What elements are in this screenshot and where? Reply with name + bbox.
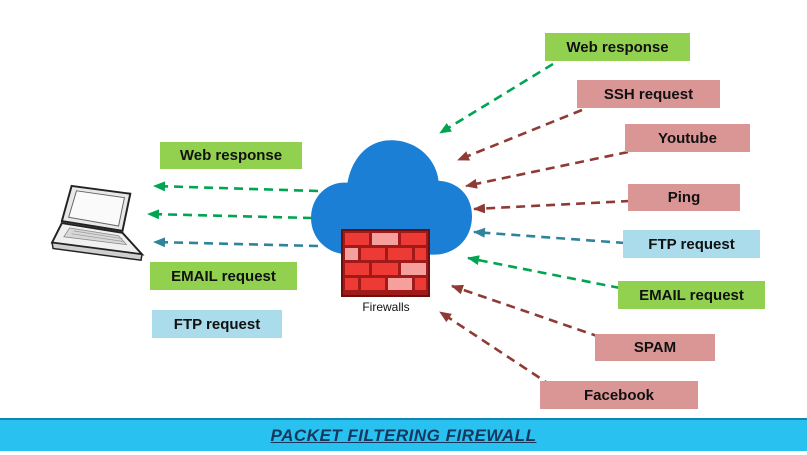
firewall-icon xyxy=(341,229,430,297)
arrow-email-out xyxy=(147,209,313,220)
label-ftp-request-left: FTP request xyxy=(152,310,282,338)
label-ftp-request-right: FTP request xyxy=(623,230,760,258)
arrow-youtube-in xyxy=(465,150,629,189)
arrow-ftp-in xyxy=(473,227,626,245)
title-banner: PACKET FILTERING FIREWALL xyxy=(0,418,807,451)
arrow-spam-in xyxy=(451,284,601,339)
label-ssh-request: SSH request xyxy=(577,80,720,108)
label-web-response-left: Web response xyxy=(160,142,302,169)
arrow-web-response-in xyxy=(439,62,554,135)
label-youtube: Youtube xyxy=(625,124,750,152)
arrow-email-in xyxy=(467,255,621,290)
label-web-response-right: Web response xyxy=(545,33,690,61)
label-spam: SPAM xyxy=(595,334,715,361)
arrow-ftp-out xyxy=(153,237,319,248)
label-facebook: Facebook xyxy=(540,381,698,409)
arrow-facebook-in xyxy=(439,310,553,388)
label-email-request-left: EMAIL request xyxy=(150,262,297,290)
label-ping: Ping xyxy=(628,184,740,211)
laptop-icon xyxy=(50,184,145,262)
arrow-ping-in xyxy=(473,199,631,214)
firewall-caption: Firewalls xyxy=(362,300,410,314)
cloud-icon xyxy=(311,140,472,255)
label-email-request-right: EMAIL request xyxy=(618,281,765,309)
arrow-web-response-out xyxy=(153,181,319,193)
title-banner-text: PACKET FILTERING FIREWALL xyxy=(270,425,537,445)
